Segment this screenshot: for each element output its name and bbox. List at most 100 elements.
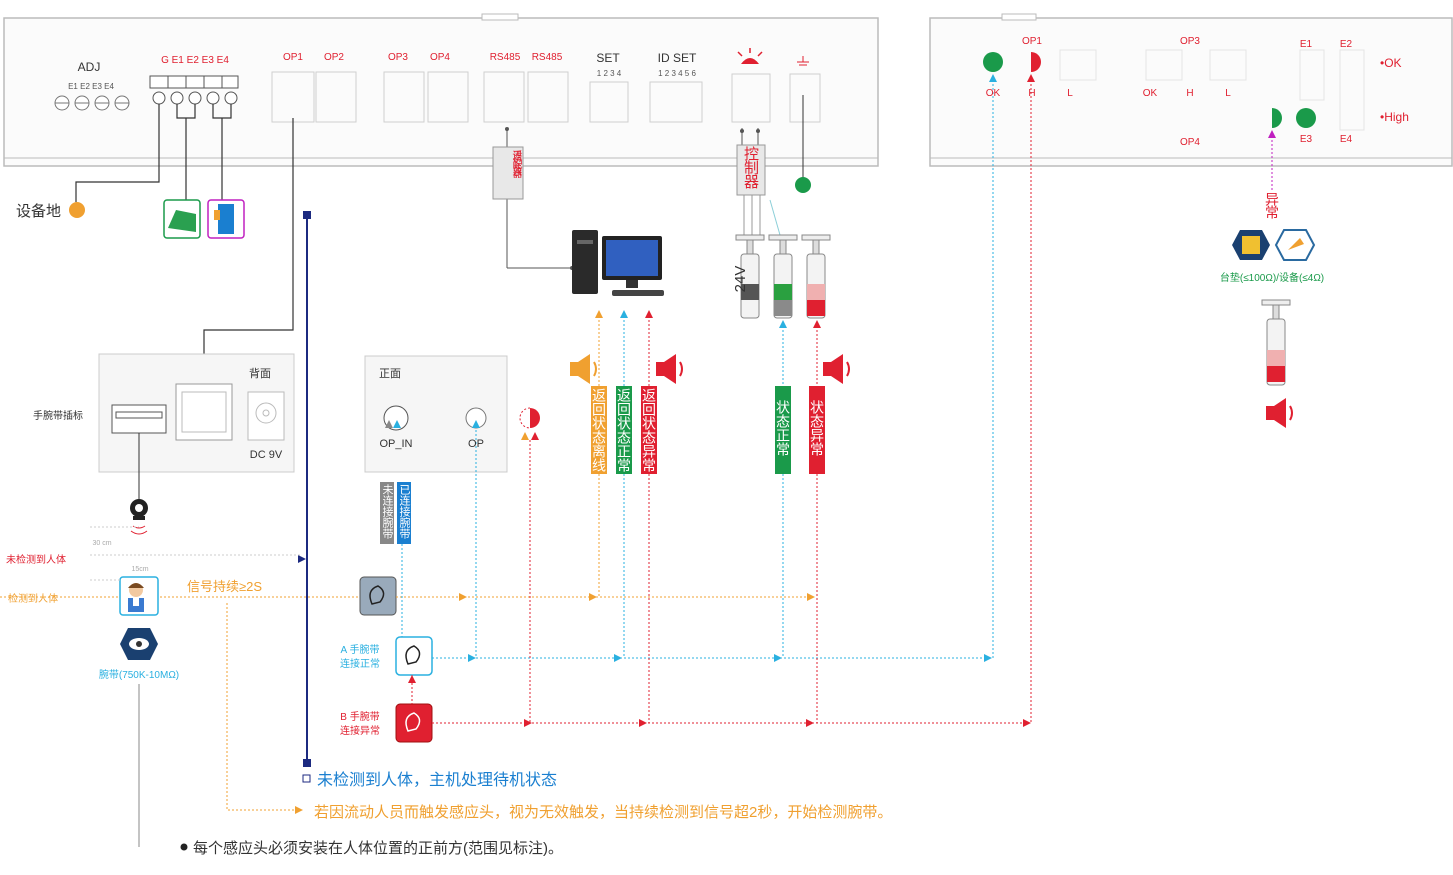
box-connected: [397, 482, 411, 544]
range-15: 15cm: [131, 566, 148, 573]
terminal-labels: G E1 E2 E3 E4: [161, 55, 229, 66]
socket-label: 手腕带插标: [33, 409, 83, 422]
wrist-b-line1: B 手腕带: [340, 710, 379, 723]
strap-label: 腕带(750K-10MΩ): [99, 668, 179, 681]
box-not-connected: [380, 482, 394, 544]
panel-op4: OP4: [1180, 137, 1200, 148]
panel-ok2: OK: [1143, 88, 1158, 99]
tower-light-red: [801, 234, 831, 319]
adapter-text1: RS485: [511, 150, 522, 176]
wrist-strap-icon: [120, 628, 158, 660]
tower-light-off: [735, 234, 765, 319]
adj-knobs: [54, 95, 130, 111]
set-nums: 1 2 3 4: [597, 69, 622, 78]
controller-box-label: 控制器: [742, 146, 759, 188]
op4-label: OP4: [430, 52, 450, 63]
speaker-red-icon-2: [823, 354, 850, 384]
signal-duration-label: 信号持续≥2S: [187, 579, 262, 594]
panel-h1: H: [1028, 88, 1035, 99]
id-set-nums: 1 2 3 4 5 6: [658, 69, 696, 78]
id-set-label: ID SET: [658, 51, 697, 65]
op-label: OP: [468, 438, 484, 450]
not-connected-text: 未连接腕带: [381, 484, 393, 539]
wrist-a-line2: 连接正常: [340, 657, 380, 670]
device-test-icon: [1274, 229, 1316, 261]
panel-e2: E2: [1340, 39, 1353, 50]
op1-label: OP1: [283, 52, 303, 63]
rs485-label-a: RS485: [490, 52, 521, 63]
op3-label: OP3: [388, 52, 408, 63]
panel-e3: E3: [1300, 134, 1313, 145]
panel-e4: E4: [1340, 134, 1353, 145]
range-30: 30 cm: [92, 540, 111, 547]
tower-light-green: [768, 234, 798, 319]
computer-icon: [572, 230, 664, 296]
speaker-red-icon: [656, 354, 683, 384]
rs485-adapter: [492, 127, 574, 270]
rs485-label-b: RS485: [532, 52, 563, 63]
wrist-sensor-b-icon: [395, 703, 433, 743]
earth-ground-icon: [795, 177, 811, 193]
wrist-a-line1: A 手腕带: [341, 643, 380, 656]
speaker-red-icon-3: [1266, 398, 1293, 428]
note-install: 每个感应头必须安装在人体位置的正前方(范围见标注)。: [193, 839, 563, 857]
detected-label: 检测到人体: [8, 592, 58, 605]
panel-op1: OP1: [1022, 36, 1042, 47]
alarm-light-icon: [737, 48, 763, 64]
wrist-sensor-gray-icon: [359, 576, 397, 616]
offline-text: 返回状态离线: [591, 388, 607, 472]
ok-indicator-icon: [983, 52, 1003, 72]
panel-ok1: OK: [986, 88, 1001, 99]
ground-wires: [75, 104, 232, 202]
front-panel-title: 正面: [379, 368, 401, 380]
mat-ground-icon: [163, 199, 201, 239]
sensor-head-icon: [130, 499, 148, 535]
not-detected-label: 未检测到人体: [6, 553, 66, 566]
adj-title: ADJ: [78, 60, 101, 74]
dc-label: DC 9V: [250, 449, 283, 461]
abnormal-text: 返回状态异常: [641, 388, 657, 472]
mat-resistance-label: 台垫(≤100Ω)/设备(≤4Ω): [1220, 271, 1324, 284]
sensor-bus-line: [298, 211, 311, 767]
speaker-orange-icon: [570, 354, 597, 384]
front-panel: [364, 355, 540, 473]
op-in-label: OP_IN: [379, 438, 412, 450]
legend-high: •High: [1380, 110, 1409, 124]
high-indicator-icon: [1031, 52, 1041, 72]
back-panel-title: 背面: [249, 366, 271, 380]
wrist-sensor-a-icon: [395, 636, 433, 676]
abnormal-label: 异常: [1264, 192, 1280, 218]
indicator-panel: [929, 13, 1453, 167]
panel-l2: L: [1225, 88, 1231, 99]
light-abnormal-text: 状态异常: [809, 400, 825, 456]
device-ground-icon: [69, 202, 85, 218]
ground-symbol-icon: [797, 56, 809, 66]
light-normal-text: 状态正常: [775, 400, 791, 456]
panel-h2: H: [1186, 88, 1193, 99]
person-icon: [119, 576, 159, 616]
light-controller: [736, 128, 781, 236]
note-invalid-trigger: 若因流动人员而触发感应头，视为无效触发，当持续检测到信号超2秒，开始检测腕带。: [314, 803, 892, 821]
controller-ports: [271, 71, 821, 123]
controller-unit: [3, 13, 879, 167]
voltage-label: 24V: [732, 266, 749, 293]
normal-text: 返回状态正常: [616, 388, 632, 472]
adapter-label: RS485: [493, 150, 523, 198]
set-label: SET: [596, 51, 620, 65]
adj-sub: E1 E2 E3 E4: [68, 82, 114, 91]
connected-text: 已连接腕带: [398, 484, 410, 539]
panel-e1: E1: [1300, 39, 1313, 50]
legend-ok: •OK: [1380, 56, 1402, 70]
adapter-label-2: 适配器: [510, 150, 521, 177]
panel-l1: L: [1067, 88, 1073, 99]
note-standby: 未检测到人体，主机处理待机状态: [317, 771, 557, 789]
op2-label: OP2: [324, 52, 344, 63]
back-panel: [98, 353, 295, 473]
tower-light-abnormal: [1261, 299, 1291, 386]
panel-op3: OP3: [1180, 36, 1200, 47]
wrist-b-line2: 连接异常: [340, 724, 380, 737]
device-ground-label: 设备地: [16, 203, 61, 220]
mat-test-icon: [1232, 230, 1270, 260]
equipment-ground-icon: [207, 199, 245, 239]
